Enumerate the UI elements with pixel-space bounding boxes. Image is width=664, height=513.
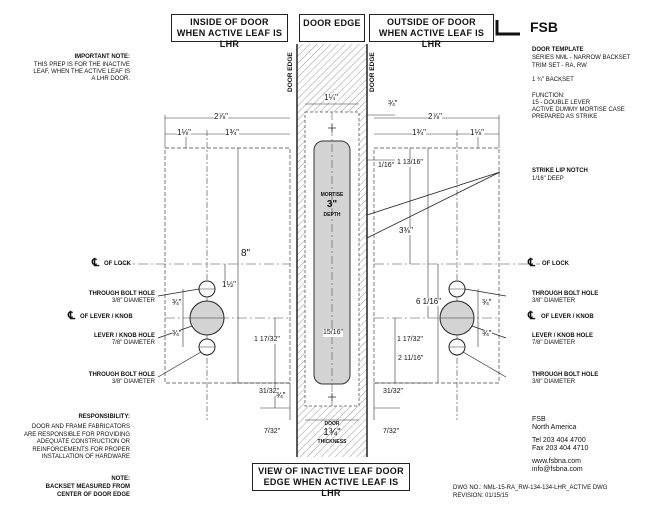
strike-lip-depth-label: 1/16" DEEP xyxy=(532,176,564,182)
dim-3-4-d: ¾" xyxy=(482,329,492,338)
cl-lock-left-symbol: ℄ xyxy=(92,257,100,269)
lever-knob-left-dia: 7/8" DIAMETER xyxy=(111,340,155,346)
through-bolt-left-top-label: THROUGH BOLT HOLE xyxy=(88,291,155,297)
dim-3-4-c: ¾" xyxy=(482,298,492,307)
door-thickness-head: DOOR xyxy=(324,421,340,427)
door-edge-left-label: DOOR EDGE xyxy=(287,52,294,92)
dim-31-32-right: 31/32" xyxy=(383,388,404,396)
cl-lever-left-symbol: ℄ xyxy=(68,310,76,322)
strike-lip-notch-label: STRIKE LIP NOTCH xyxy=(532,168,588,174)
mortise-depth-value: 3" xyxy=(326,199,338,210)
title-outside: OUTSIDE OF DOOR WHEN ACTIVE LEAF IS LHR xyxy=(369,14,494,49)
contact-fax: Fax 203 404 4710 xyxy=(532,445,589,452)
brand-name: FSB xyxy=(530,19,558,35)
dim-7-32-left: 7/32" xyxy=(264,428,281,436)
through-bolt-right-top-dia: 3/8" DIAMETER xyxy=(532,298,576,304)
template-function-1: 15 - DOUBLE LEVER xyxy=(532,100,591,106)
title-bottom: VIEW OF INACTIVE LEAF DOOR EDGE WHEN ACT… xyxy=(252,463,410,498)
dim-right-1-1-8: 1⅛" xyxy=(470,128,484,137)
fsb-logo-mark xyxy=(495,20,520,36)
dim-left-1-1-8: 1⅛" xyxy=(177,128,191,137)
responsibility-heading: RESPONSIBILITY: xyxy=(78,414,130,420)
dim-top-center: 1¼" xyxy=(324,93,338,102)
dim-6-1-16: 6 1/16" xyxy=(416,297,442,306)
dim-7-32-right: 7/32" xyxy=(383,428,400,436)
cl-lock-right-symbol: ℄ xyxy=(528,257,536,269)
cl-lever-left-label: OF LEVER / KNOB xyxy=(80,314,133,320)
lever-knob-right-label: LEVER / KNOB HOLE xyxy=(532,333,594,339)
template-line1: DOOR TEMPLATE xyxy=(532,47,584,53)
through-bolt-left-bot-dia: 3/8" DIAMETER xyxy=(111,379,155,385)
responsibility-text: DOOR AND FRAME FABRICATORS ARE RESPONSIB… xyxy=(23,424,130,460)
dim-3-3-8: 3⅜" xyxy=(399,226,413,235)
lever-knob-right-dia: 7/8" DIAMETER xyxy=(532,340,576,346)
door-edge-right-label: DOOR EDGE xyxy=(369,52,376,92)
dim-top-right-small: ¾" xyxy=(388,99,398,108)
through-bolt-left-bot-label: THROUGH BOLT HOLE xyxy=(88,372,155,378)
cl-lever-right-symbol: ℄ xyxy=(528,310,536,322)
dim-1-16: 1/16" xyxy=(378,162,395,170)
template-line2: SERIES NML - NARROW BACKSET xyxy=(532,55,631,61)
dwg-revision: REVISION: 01/15/15 xyxy=(453,493,509,499)
dim-left-2-7-8: 2⅞" xyxy=(214,112,228,121)
through-bolt-right-bot-label: THROUGH BOLT HOLE xyxy=(532,372,599,378)
dim-2-11-16: 2 11/16" xyxy=(398,355,424,363)
contact-email: info@fsbna.com xyxy=(532,466,583,473)
dim-1-1-2: 1½" xyxy=(222,280,236,289)
dim-8: 8" xyxy=(241,248,251,259)
dwg-number: DWG NO.: NML-15-RA_RW-134-134-LHR_ACTIVE… xyxy=(453,485,608,491)
mortise-depth-label: DEPTH xyxy=(323,212,341,218)
outside-door-outline xyxy=(373,147,500,384)
important-note-text: THIS PREP IS FOR THE INACTIVE LEAF, WHEN… xyxy=(33,62,130,82)
dim-3-4-a: ¾" xyxy=(172,298,182,307)
door-thickness-value: 1¾" xyxy=(323,427,341,438)
template-function-3: PREPARED AS STRIKE xyxy=(532,114,598,120)
cl-lock-right-label: OF LOCK xyxy=(542,261,569,267)
dim-1-17-32-left: 1 17/32" xyxy=(254,336,280,344)
title-inside: INSIDE OF DOOR WHEN ACTIVE LEAF IS LHR xyxy=(171,14,288,49)
lever-knob-left-label: LEVER / KNOB HOLE xyxy=(93,333,155,339)
dim-right-2-7-8: 2⅞" xyxy=(428,112,442,121)
template-function-head: FUNCTION: xyxy=(532,93,565,99)
template-function-2: ACTIVE DUMMY MORTISE CASE xyxy=(532,107,625,113)
note2-text: BACKSET MEASURED FROM CENTER OF DOOR EDG… xyxy=(45,484,130,498)
inside-door-outline xyxy=(164,147,291,384)
dim-1-13-16: 1 13/16" xyxy=(397,159,423,167)
note2-heading: NOTE: xyxy=(111,476,130,482)
door-thickness-label: THICKNESS xyxy=(317,439,347,445)
dim-1-17-32-right: 1 17/32" xyxy=(397,336,423,344)
through-bolt-left-top-dia: 3/8" DIAMETER xyxy=(111,298,155,304)
template-line3: TRIM SET - RA, RW xyxy=(532,63,587,69)
dim-15-16: 15/16" xyxy=(323,329,344,337)
dim-3-4-b: ¾" xyxy=(172,329,182,338)
through-bolt-right-top-label: THROUGH BOLT HOLE xyxy=(532,291,599,297)
contact-company: FSB xyxy=(532,416,546,423)
cl-lock-left-label: OF LOCK xyxy=(104,261,131,267)
important-note-heading: IMPORTANT NOTE: xyxy=(74,54,130,60)
contact-region: North America xyxy=(532,424,577,431)
title-door-edge: DOOR EDGE xyxy=(299,14,365,42)
dim-left-1-3-4: 1¾" xyxy=(225,128,239,137)
dim-31-32-left: 31/32" xyxy=(259,388,280,396)
mortise-label: MORTISE xyxy=(320,192,344,198)
through-bolt-right-bot-dia: 3/8" DIAMETER xyxy=(532,379,576,385)
template-backset: 1 ¾" BACKSET xyxy=(532,77,574,83)
cl-lever-right-label: OF LEVER / KNOB xyxy=(541,314,594,320)
contact-tel: Tel 203 404 4700 xyxy=(532,437,586,444)
dim-3-4-bottom: ¾" xyxy=(276,391,286,400)
contact-web: www.fsbna.com xyxy=(532,458,582,465)
dim-right-1-3-4: 1¾" xyxy=(412,128,426,137)
